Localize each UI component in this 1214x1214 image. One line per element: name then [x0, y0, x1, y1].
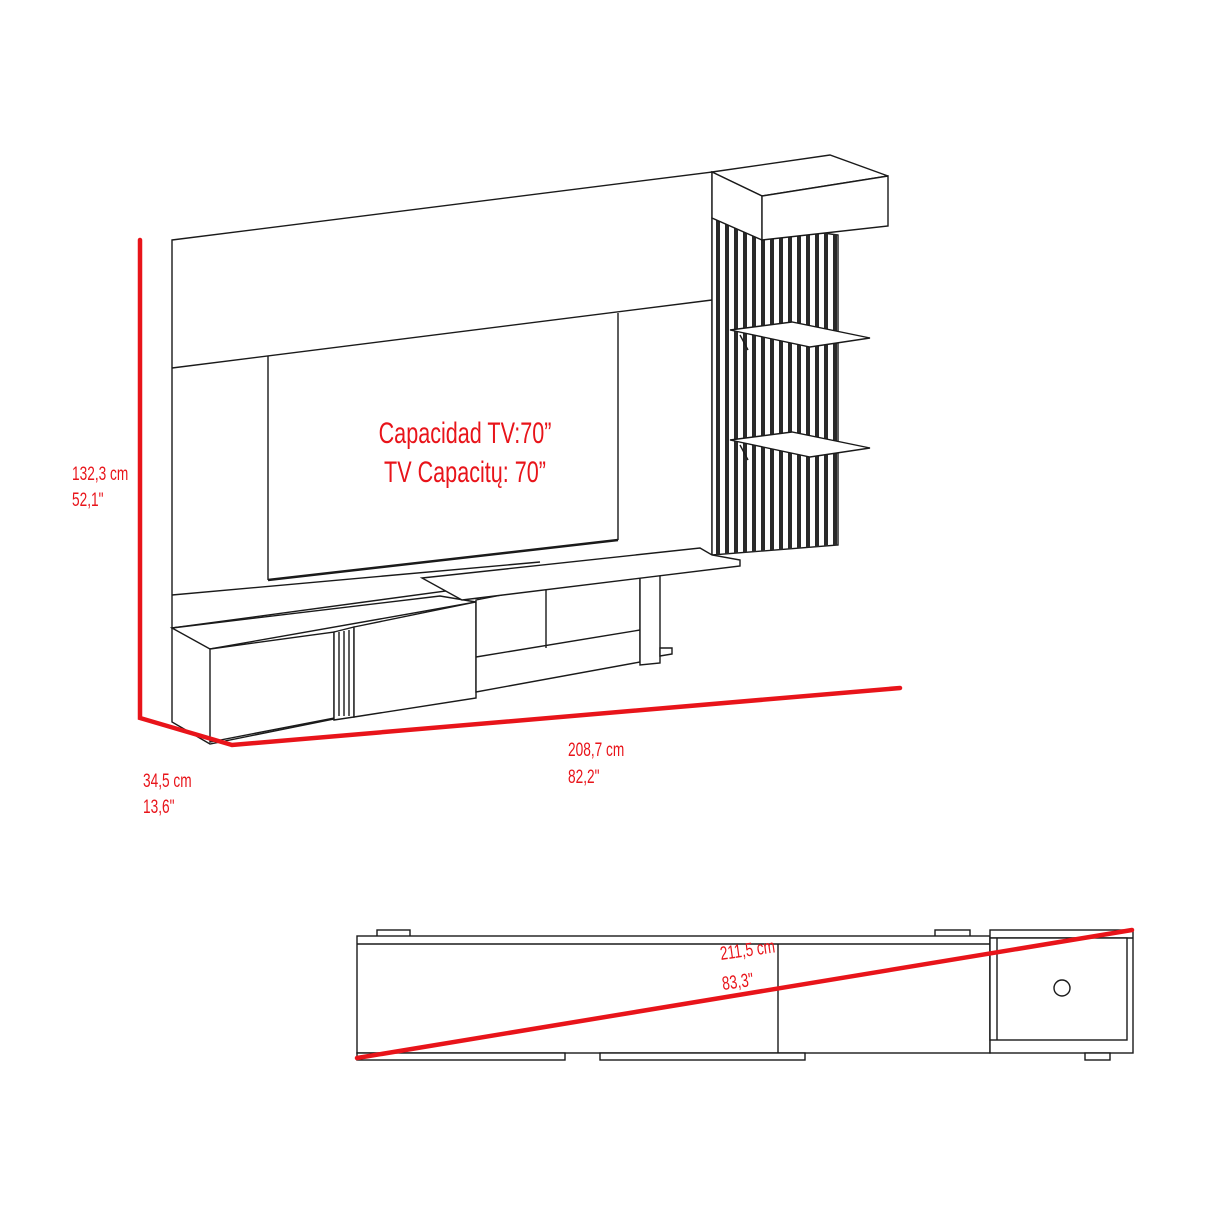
- height-in: 52,1": [72, 489, 104, 511]
- slat: [716, 218, 720, 555]
- width-cm: 208,7 cm: [568, 739, 624, 761]
- slat: [770, 225, 774, 551]
- slat: [743, 222, 747, 553]
- slat: [833, 234, 837, 546]
- slat: [824, 233, 828, 547]
- height-cm: 132,3 cm: [72, 463, 128, 485]
- height-dimension-line: [137, 237, 903, 748]
- tv-area: [267, 313, 619, 582]
- cable-hole: [1053, 979, 1071, 997]
- depth-cm: 34,5 cm: [143, 770, 192, 792]
- diagonal-in: 83,3": [721, 969, 755, 995]
- slat: [797, 229, 801, 549]
- slat: [752, 223, 756, 552]
- slat: [725, 219, 729, 554]
- width-in: 82,2": [568, 766, 600, 788]
- slat: [806, 230, 810, 548]
- wall-shelf-upper: [729, 321, 871, 351]
- top-planter-box: [709, 154, 889, 242]
- tv-capacity-en: TV Capacitų: 70”: [384, 454, 546, 488]
- slatted-column: [711, 217, 839, 556]
- slat: [761, 224, 765, 552]
- depth-in: 13,6": [143, 796, 175, 818]
- tv-capacity-es: Capacidad TV:70”: [379, 415, 552, 449]
- top-view: [356, 929, 1134, 1061]
- wall-shelf-lower: [729, 431, 871, 461]
- slat: [734, 220, 738, 554]
- slat: [788, 228, 792, 549]
- slat: [815, 231, 819, 547]
- diagonal-dimension-line: [354, 927, 1135, 1061]
- slat: [779, 227, 783, 550]
- lower-cabinet: [169, 547, 741, 745]
